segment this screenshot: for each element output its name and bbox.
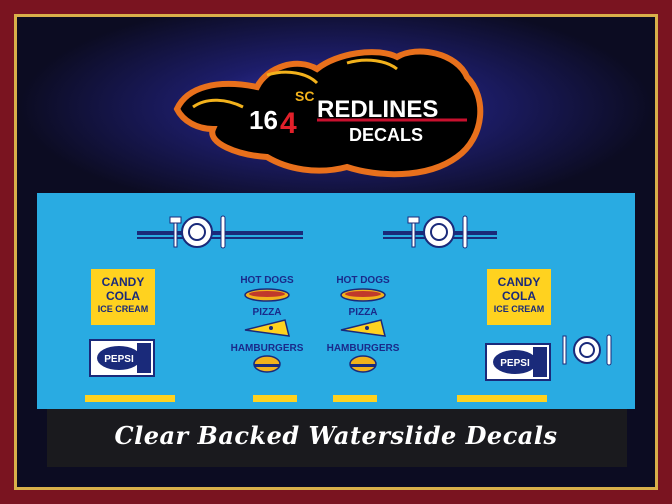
- fork-icon: [407, 216, 420, 248]
- food-column-right: HOT DOGS PIZZA HAMBURGERS: [323, 275, 403, 379]
- candy-sign-right: CANDY COLA ICE CREAM: [487, 269, 551, 325]
- shadow-band: [47, 407, 627, 467]
- brand-logo: 16 4 SC REDLINES DECALS: [173, 48, 484, 178]
- candy-sign-left: CANDY COLA ICE CREAM: [91, 269, 155, 325]
- candy-label: CANDY: [101, 275, 145, 289]
- logo-brand: REDLINES: [317, 96, 438, 123]
- knife-icon: [220, 215, 226, 249]
- cola-label: COLA: [106, 289, 140, 303]
- pepsi-text: PEPSI: [104, 354, 134, 365]
- plate-icon: [423, 216, 455, 248]
- caption-text: Clear Backed Waterslide Decals: [114, 421, 558, 450]
- candy-label: CANDY: [497, 275, 541, 289]
- utensil-set-right: [383, 215, 497, 249]
- flame-icon: [173, 48, 484, 178]
- utensil-set-left: [137, 215, 303, 249]
- plate-icon: [573, 336, 601, 364]
- hot-dog-icon: [244, 288, 290, 302]
- pizza-label: PIZZA: [348, 307, 378, 318]
- pepsi-logo-right: PEPSI: [485, 343, 551, 381]
- hamburger-icon: [349, 355, 377, 373]
- pepsi-logo-left: PEPSI: [89, 339, 155, 377]
- pizza-icon: [244, 319, 290, 337]
- hot-dog-icon: [340, 288, 386, 302]
- cola-label: COLA: [502, 289, 536, 303]
- food-column-left: HOT DOGS PIZZA HAMBURGERS: [227, 275, 307, 379]
- hot-dogs-label: HOT DOGS: [336, 275, 390, 286]
- knife-icon: [606, 334, 612, 366]
- yellow-stripe: [457, 395, 547, 402]
- logo-number: 16: [249, 105, 278, 135]
- yellow-stripe: [333, 395, 377, 402]
- hamburgers-label: HAMBURGERS: [326, 343, 400, 354]
- hot-dogs-label: HOT DOGS: [240, 275, 294, 286]
- plate-icon: [181, 216, 213, 248]
- pizza-icon: [340, 319, 386, 337]
- logo-subtitle: DECALS: [349, 125, 423, 145]
- knife-icon: [462, 215, 468, 249]
- ice-cream-label: ICE CREAM: [97, 304, 149, 314]
- inner-frame: 16 4 SC REDLINES DECALS: [14, 14, 658, 490]
- pepsi-text: PEPSI: [500, 358, 530, 369]
- fork-icon: [169, 216, 182, 248]
- decal-sheet: CANDY COLA ICE CREAM CANDY COLA ICE CREA…: [37, 193, 635, 409]
- yellow-stripe: [253, 395, 297, 402]
- logo-number-four: 4: [280, 107, 297, 140]
- pizza-label: PIZZA: [252, 307, 282, 318]
- ice-cream-label: ICE CREAM: [493, 304, 545, 314]
- yellow-stripe: [85, 395, 175, 402]
- logo-superscript: SC: [295, 88, 314, 104]
- hamburger-icon: [253, 355, 281, 373]
- fork-icon: [562, 335, 567, 365]
- utensil-small: [562, 334, 612, 366]
- hamburgers-label: HAMBURGERS: [230, 343, 304, 354]
